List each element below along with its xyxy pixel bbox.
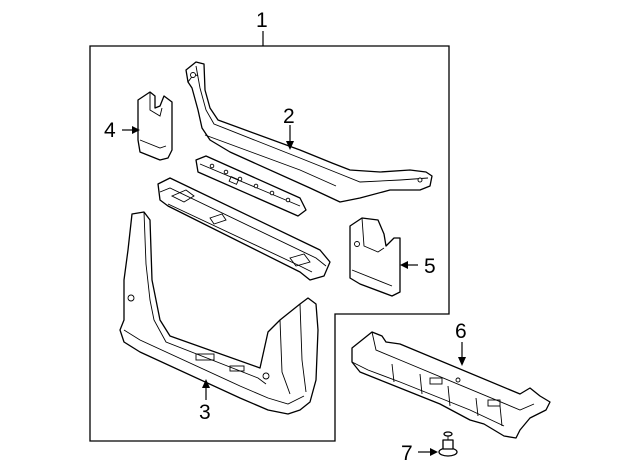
- bolt-part[interactable]: [438, 431, 458, 457]
- radiator-support-frame-part[interactable]: [119, 211, 319, 415]
- right-side-bracket-part[interactable]: [349, 217, 401, 297]
- callout-4-arrowhead: [132, 126, 140, 134]
- reinforcement-bar-part[interactable]: [195, 155, 307, 217]
- callout-2: 2: [283, 105, 295, 128]
- callout-7-arrowhead: [430, 448, 438, 456]
- callout-1: 1: [256, 9, 268, 32]
- callout-2-arrowhead: [286, 141, 294, 150]
- splash-shield-part[interactable]: [351, 331, 551, 439]
- left-side-bracket-part[interactable]: [137, 91, 173, 161]
- callout-5: 5: [424, 255, 436, 278]
- callout-6: 6: [455, 320, 467, 343]
- callout-5-arrowhead: [400, 261, 408, 269]
- upper-tie-bar-part[interactable]: [185, 61, 433, 203]
- callout-6-arrowhead: [458, 357, 466, 366]
- callout-4: 4: [104, 119, 116, 142]
- callout-3-arrowhead: [202, 379, 210, 388]
- callout-7: 7: [401, 442, 413, 465]
- lower-tie-bar-part[interactable]: [157, 177, 331, 281]
- assembly-frame: [89, 45, 450, 442]
- callout-3: 3: [199, 401, 211, 424]
